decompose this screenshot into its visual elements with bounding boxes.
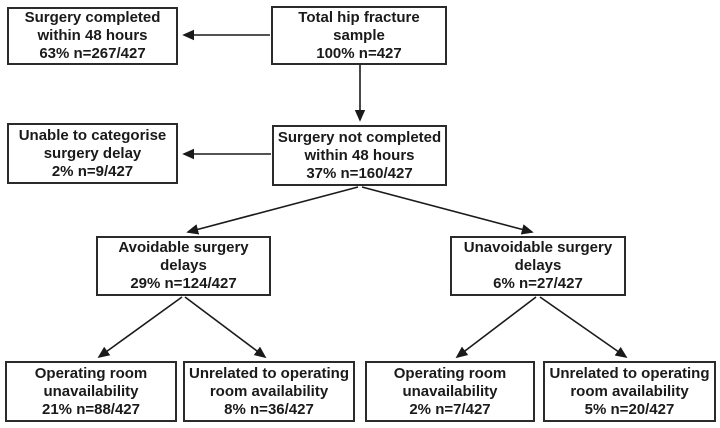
node-unable-to-categorise: Unable to categorise surgery delay 2% n=…	[7, 123, 178, 184]
node-line: Unrelated to operating	[188, 364, 349, 382]
arrow-notcompleted-to-unavoidable	[361, 186, 534, 235]
node-line: Total hip fracture	[298, 8, 420, 26]
node-line: unavailability	[43, 382, 139, 400]
node-line: delays	[514, 257, 562, 274]
node-line: room availability	[570, 382, 689, 400]
arrow-unavoidable-to-or-unavailability	[455, 296, 537, 359]
node-stat: 100% n=427	[316, 44, 402, 62]
node-line: surgery delay	[43, 144, 142, 162]
node-avoidable-unrelated-to-or: Unrelated to operating room availability…	[183, 361, 355, 422]
node-line: Avoidable surgery	[118, 239, 249, 256]
node-stat: 5% n=20/427	[584, 400, 675, 418]
node-line: Unavoidable surgery	[463, 239, 613, 256]
node-stat: 29% n=124/427	[130, 275, 237, 292]
node-total-sample: Total hip fracture sample 100% n=427	[271, 6, 447, 65]
node-surgery-completed: Surgery completed within 48 hours 63% n=…	[7, 7, 178, 65]
node-line: Unable to categorise	[18, 126, 167, 144]
arrow-unavoidable-to-unrelated	[539, 296, 628, 359]
node-line: Operating room	[34, 364, 148, 382]
node-unavoidable-delays: Unavoidable surgery delays 6% n=27/427	[450, 236, 626, 296]
arrow-avoidable-to-unrelated	[184, 296, 267, 359]
node-unavoidable-or-unavailability: Operating room unavailability 2% n=7/427	[365, 361, 535, 422]
node-line: room availability	[209, 382, 329, 400]
node-line: Operating room	[393, 364, 507, 382]
node-line: within 48 hours	[37, 27, 148, 44]
node-stat: 2% n=7/427	[409, 400, 491, 418]
node-line: delays	[160, 257, 207, 274]
node-stat: 2% n=9/427	[51, 162, 134, 180]
node-stat: 6% n=27/427	[493, 275, 583, 292]
node-line: Surgery not completed	[277, 128, 442, 146]
node-stat: 37% n=160/427	[306, 164, 413, 182]
node-line: sample	[333, 26, 385, 44]
node-stat: 21% n=88/427	[42, 400, 140, 418]
arrow-notcompleted-to-avoidable	[186, 186, 359, 235]
arrow-avoidable-to-or-unavailability	[97, 296, 183, 359]
node-avoidable-or-unavailability: Operating room unavailability 21% n=88/4…	[5, 361, 177, 422]
node-stat: 63% n=267/427	[39, 45, 146, 62]
node-avoidable-delays: Avoidable surgery delays 29% n=124/427	[96, 236, 271, 296]
node-surgery-not-completed: Surgery not completed within 48 hours 37…	[272, 125, 447, 186]
node-line: Surgery completed	[24, 9, 161, 26]
node-unavoidable-unrelated-to-or: Unrelated to operating room availability…	[543, 361, 716, 422]
node-stat: 8% n=36/427	[224, 400, 314, 418]
node-line: unavailability	[402, 382, 498, 400]
node-line: within 48 hours	[304, 146, 415, 164]
node-line: Unrelated to operating	[549, 364, 710, 382]
